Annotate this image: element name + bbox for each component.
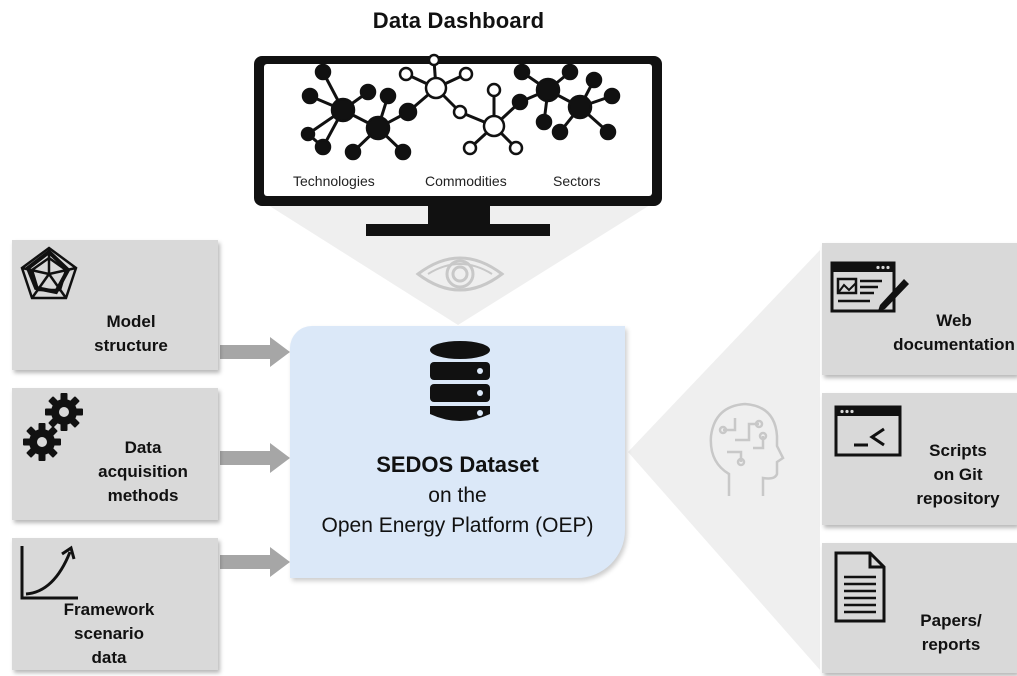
input-box-data-acquisition: Data acquisition methods (12, 388, 218, 520)
arrow-framework (220, 547, 290, 577)
papers-line-1: Papers/ (920, 611, 982, 630)
center-line3: Open Energy Platform (OEP) (321, 514, 594, 537)
document-icon (834, 551, 886, 623)
data-acquisition-line-3: methods (107, 486, 179, 505)
scripts-line-2: on Git (933, 465, 983, 484)
arrow-data-acquisition (220, 443, 290, 473)
diagram-title: Data Dashboard (0, 8, 1017, 34)
title-text: Data Dashboard (372, 8, 545, 33)
monitor-icon (254, 53, 662, 236)
output-box-scripts: Scripts on Git repository (822, 393, 1017, 525)
web-page-icon (830, 261, 909, 313)
database-icon (430, 341, 490, 421)
head-brain-icon (709, 402, 785, 496)
center-line2: on the (428, 484, 487, 507)
radar-chart-icon (20, 246, 78, 300)
model-structure-label: Model structure (76, 310, 186, 358)
data-acquisition-line-2: acquisition (98, 462, 188, 481)
gears-icon (23, 393, 83, 461)
input-box-model-structure: Model structure (12, 240, 218, 370)
output-funnel (628, 250, 820, 670)
framework-line-1: Framework (63, 600, 155, 619)
scripts-line-3: repository (916, 489, 1000, 508)
output-box-web-documentation: Web documentation (822, 243, 1017, 375)
data-acquisition-label: Data acquisition methods (88, 436, 198, 508)
technologies-label: Technologies (293, 173, 375, 189)
scripts-label: Scripts on Git repository (902, 439, 1014, 511)
sectors-label: Sectors (553, 173, 601, 189)
commodities-label: Commodities (425, 173, 507, 189)
sedos-dataset-box: SEDOS Dataset on the Open Energy Platfor… (290, 326, 625, 578)
framework-line-2: scenario (74, 624, 144, 643)
arrow-model-structure (220, 337, 290, 367)
scripts-line-1: Scripts (929, 441, 987, 460)
center-title: SEDOS Dataset (376, 452, 539, 477)
framework-label: Framework scenario data (54, 598, 164, 670)
model-structure-line-1: Model (106, 312, 156, 331)
framework-line-3: data (91, 648, 127, 667)
web-documentation-line-1: Web (936, 311, 972, 330)
growth-curve-icon (20, 545, 78, 600)
input-box-framework: Framework scenario data (12, 538, 218, 670)
papers-label: Papers/ reports (896, 609, 1006, 657)
terminal-icon (834, 405, 902, 457)
model-structure-line-2: structure (94, 336, 168, 355)
web-documentation-line-2: documentation (893, 335, 1015, 354)
output-box-papers: Papers/ reports (822, 543, 1017, 673)
input-arrows (220, 337, 290, 577)
eye-icon (415, 256, 505, 292)
web-documentation-label: Web documentation (892, 309, 1016, 357)
papers-line-2: reports (921, 635, 981, 654)
data-acquisition-line-1: Data (124, 438, 162, 457)
